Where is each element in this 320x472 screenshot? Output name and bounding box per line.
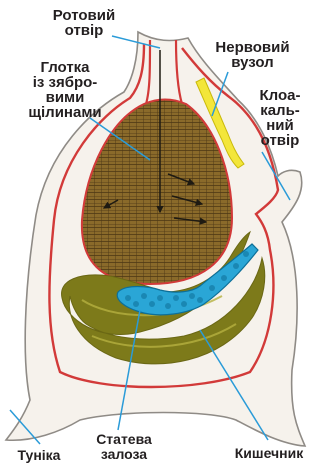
pharynx-label: Глотка із зябро- вими щілинами bbox=[10, 60, 120, 120]
mouth-opening-label: Ротовий отвір bbox=[38, 8, 130, 38]
mouth-opening-label-line-2: отвір bbox=[65, 22, 104, 39]
tunic-label-line-1: Туніка bbox=[18, 447, 61, 463]
pharynx-label-line-4: щілинами bbox=[28, 104, 101, 121]
nerve-ganglion-label: Нервовий вузол bbox=[205, 40, 300, 70]
cloacal-opening-label-line-4: отвір bbox=[261, 132, 300, 149]
nerve-ganglion-label-line-2: вузол bbox=[231, 54, 273, 71]
cloacal-opening-label: Клоа- каль- ний отвір bbox=[245, 88, 315, 148]
intestine-label-line-1: Кишечник bbox=[235, 445, 303, 461]
gonad-label-line-1: Статева bbox=[96, 431, 152, 447]
gonad-label: Статева залоза bbox=[84, 432, 164, 462]
gonad-label-line-2: залоза bbox=[101, 446, 147, 462]
tunic-label: Туніка bbox=[4, 448, 74, 463]
intestine-label: Кишечник bbox=[218, 446, 320, 461]
